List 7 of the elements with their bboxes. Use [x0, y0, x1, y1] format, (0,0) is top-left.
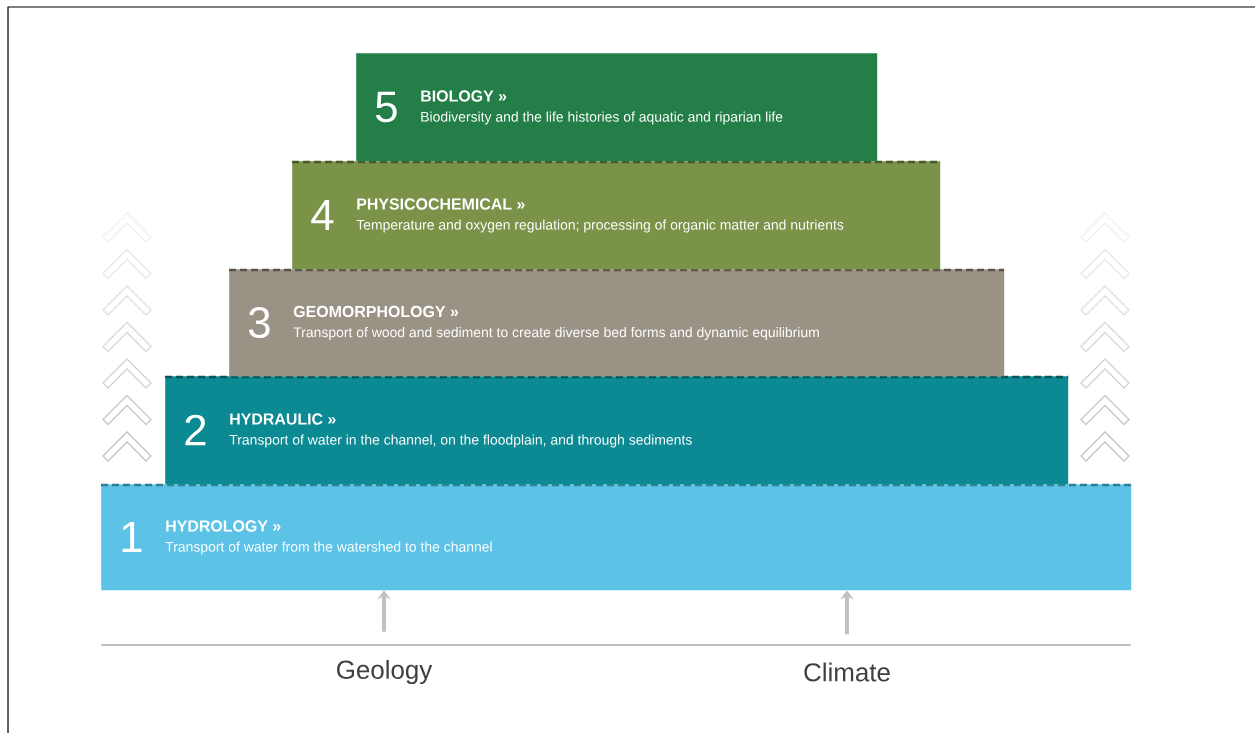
tier-box: 1 HYDROLOGY » Transport of water from the watershed to the channel: [101, 483, 1132, 591]
factor-label: Climate: [804, 662, 890, 682]
tier-box: 2 HYDRAULIC » Transport of water in the channel, on the floodplain, and through sediments: [165, 375, 1069, 485]
factor-label: Geology: [337, 659, 433, 685]
tier-box: 4 PHYSICOCHEMICAL » Temperature and oxygen regulation; processing of organic matter and nutrients: [292, 160, 941, 270]
tier-box: 5 BIOLOGY » Biodiversity and the life histories of aquatic and riparian life: [356, 53, 878, 162]
tier-box: 3 GEOMORPHOLOGY » Transport of wood and sediment to create diverse bed forms and dynamic equilibrium: [229, 268, 1005, 377]
